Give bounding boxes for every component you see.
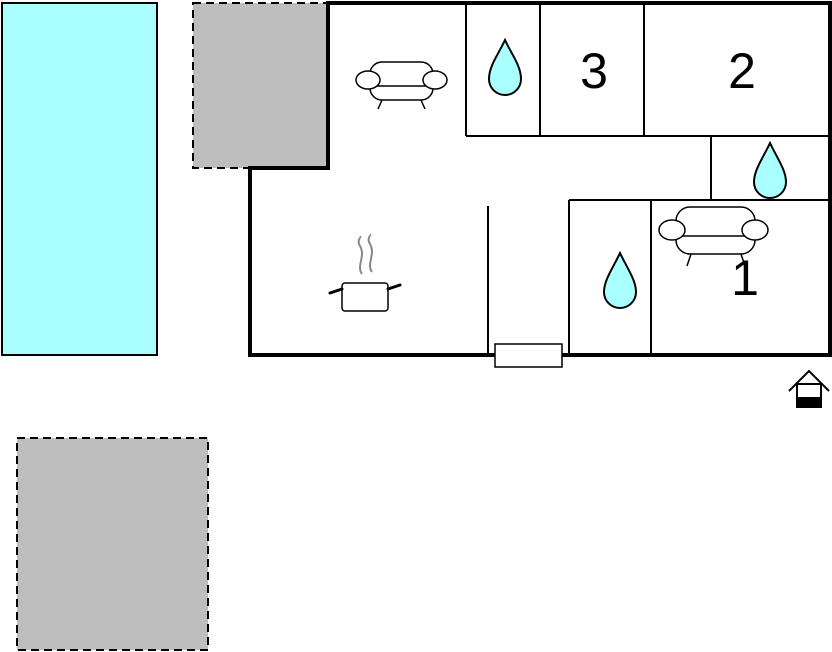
terrace-top (192, 2, 329, 169)
sofa-icon (355, 61, 448, 110)
room-label-1: 1 (731, 250, 759, 306)
pool (1, 2, 158, 356)
room-label-3: 3 (580, 43, 608, 99)
internal-walls (465, 3, 830, 355)
terrace-bottom (16, 437, 209, 651)
water-drop-icon (752, 140, 788, 199)
water-drop-icon (487, 37, 523, 96)
water-drop-icon (602, 250, 638, 309)
entrance-door (494, 343, 563, 368)
cooking-pot-icon (328, 233, 402, 312)
sofa-icon (658, 206, 769, 267)
entrance-icon (788, 369, 830, 408)
room-label-2: 2 (728, 43, 756, 99)
